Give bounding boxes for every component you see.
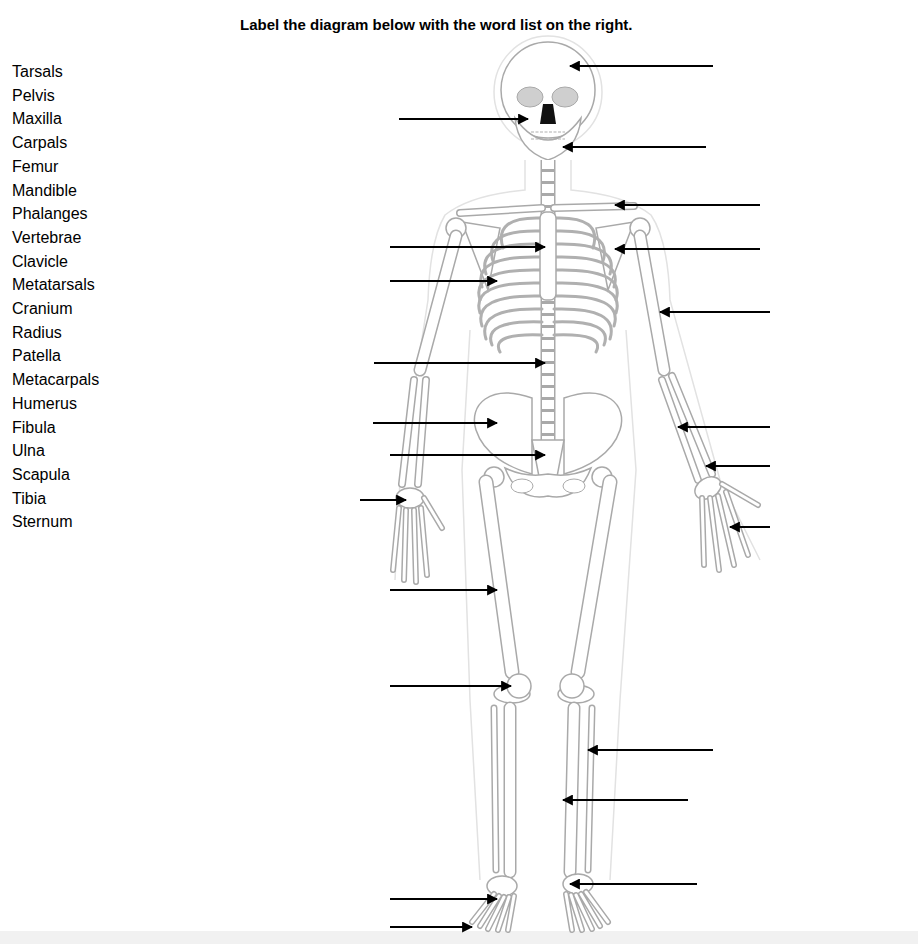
word-list-item: Radius [12,323,62,343]
arm-bones [402,218,712,484]
word-list-item: Carpals [12,133,67,153]
leader-arrows-part [390,898,497,900]
skull-part [540,104,556,124]
ribs-part [498,335,542,352]
leg-bones-part [510,708,574,872]
leader-arrows-part [615,248,760,250]
word-list-item: Humerus [12,394,77,414]
arm-bones-part [420,236,664,370]
word-list-item: Tarsals [12,62,63,82]
leader-arrows-part [570,65,713,67]
leader-arrows-part [373,422,497,424]
leader-arrows-part [390,454,545,456]
word-list-item: Patella [12,346,61,366]
pelvis-part [505,468,591,497]
skull-part [515,118,581,160]
leader-arrows-part [390,589,497,591]
word-list-item: Clavicle [12,252,68,272]
word-list-item: Mandible [12,181,77,201]
leader-arrows-part [390,685,511,687]
arm-bones-part [402,376,712,484]
hand-bones-part [396,488,424,508]
spine [548,160,549,470]
body-silhouette-part [494,36,602,148]
leader-arrows-part [390,280,497,282]
word-list-item: Ulna [12,441,45,461]
clavicles [460,206,634,213]
skull-part [517,87,543,107]
word-list-item: Maxilla [12,109,62,129]
word-list-item: Femur [12,157,58,177]
pelvis-part [564,393,622,474]
arm-bones-part [402,376,712,484]
leader-arrows-part [588,749,713,751]
word-list-item: Metatarsals [12,275,95,295]
leg-bones-part [486,482,610,672]
leader-arrows-part [706,465,770,467]
leader-arrows-part [563,799,688,801]
word-list-item: Vertebrae [12,228,81,248]
leader-arrows-part [563,146,706,148]
leader-arrows-part [360,499,406,501]
leg-bones-part [494,708,592,870]
arm-bones-part [420,236,664,370]
hand-bones-part [393,484,758,582]
leader-arrows-part [678,426,770,428]
leg-bones-part [486,482,610,672]
clavicles-part [460,206,634,213]
sternum [540,212,556,300]
skull [501,42,595,160]
leader-arrows [360,66,770,927]
hand-bones-part [393,484,758,582]
pelvis-part [511,479,533,493]
clavicles-part [460,206,634,213]
foot-bones-part [472,892,608,930]
word-list-item: Pelvis [12,86,55,106]
worksheet-title: Label the diagram below with the word li… [240,16,633,34]
leg-bones [484,467,612,872]
skull-part [552,87,578,107]
pelvis [474,393,621,497]
word-list-item: Cranium [12,299,72,319]
leader-arrows-part [660,311,770,313]
leg-bones-part [510,708,574,872]
word-list-item: Phalanges [12,204,88,224]
body-silhouette [395,36,760,880]
skull-part [531,132,565,139]
foot-bones [472,874,608,930]
word-list-item: Fibula [12,418,56,438]
pelvis-part [563,479,585,493]
ribs-part [554,335,598,352]
page-edge-band [0,931,918,944]
leg-bones-part [560,674,584,698]
word-list-item: Metacarpals [12,370,99,390]
leader-arrows-part [615,204,760,206]
leader-arrows-part [730,526,770,528]
sternum-part [540,212,556,300]
word-list-item: Scapula [12,465,70,485]
leader-arrows-part [570,883,697,885]
leader-arrows-part [374,362,545,364]
word-list-item: Tibia [12,489,46,509]
hand-bones [393,472,758,582]
pelvis-part [474,393,532,474]
word-list-item: Sternum [12,512,72,532]
leg-bones-part [494,708,592,870]
foot-bones-part [472,892,608,930]
leader-arrows-part [390,926,472,928]
leader-arrows-part [399,118,528,120]
leader-arrows-part [390,246,545,248]
